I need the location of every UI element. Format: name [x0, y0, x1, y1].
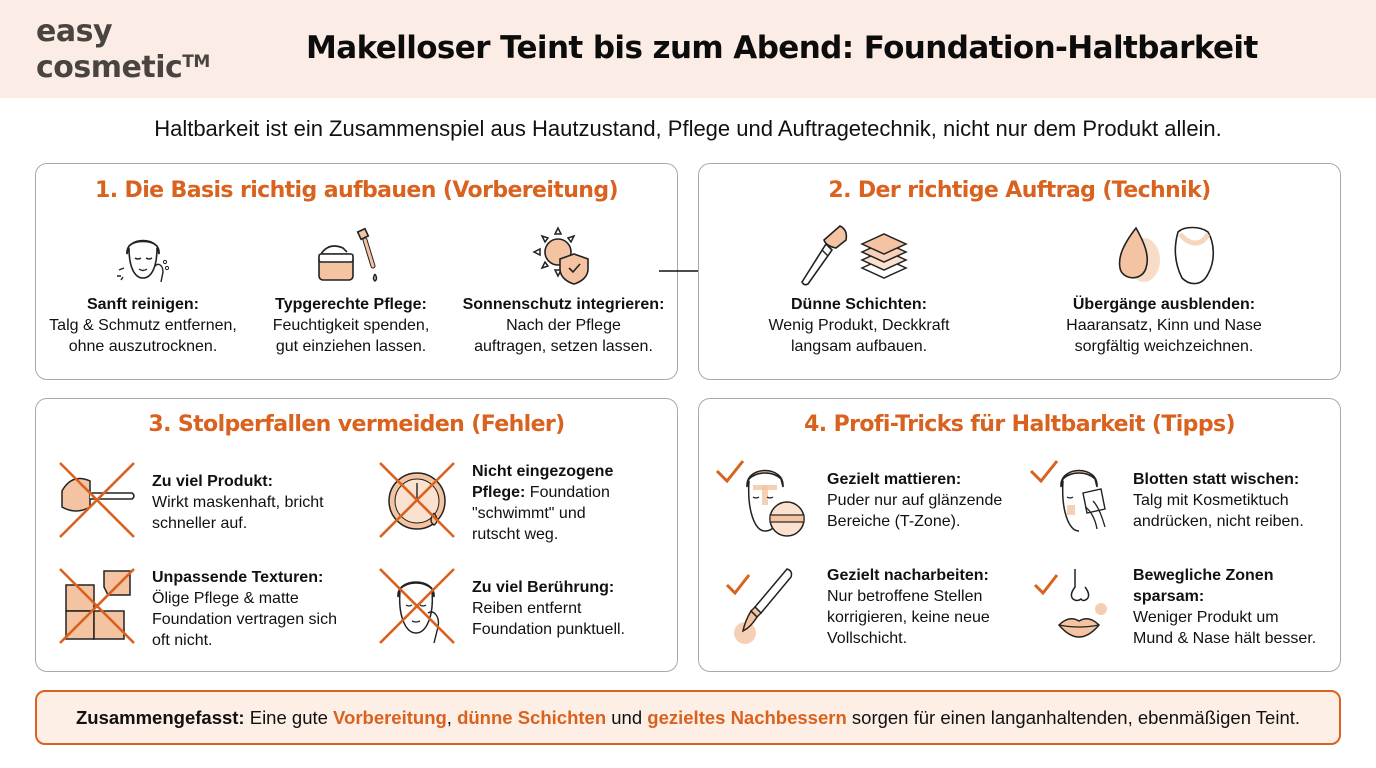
- step-heading: Typgerechte Pflege:: [275, 296, 427, 313]
- step-heading: Übergänge ausblenden:: [1072, 296, 1256, 313]
- item-text-line: Foundation: [525, 484, 610, 501]
- item-text-line: Bereiche (T-Zone).: [827, 513, 961, 530]
- mistake-too-much-product: Zu viel Produkt: Wirkt maskenhaft, brich…: [56, 461, 366, 541]
- item-text-line: Vollschicht.: [827, 630, 908, 647]
- summary-box: Zusammengefasst: Eine gute Vorbereitung,…: [35, 690, 1341, 745]
- face-cleansing-icon: [117, 239, 170, 283]
- summary-text: und: [606, 707, 648, 728]
- item-heading: Nicht eingezogene: [472, 463, 614, 480]
- section-pro-tips: 4. Profi-Tricks für Haltbarkeit (Tipps) …: [698, 398, 1341, 672]
- too-much-product-crossed-icon: [59, 462, 135, 538]
- step-skin-care: Typgerechte Pflege: Feuchtigkeit spenden…: [256, 224, 446, 357]
- item-heading: Zu viel Berührung:: [472, 579, 615, 596]
- sun-shield-icon: [531, 226, 589, 285]
- step-heading: Sonnenschutz integrieren:: [462, 296, 665, 313]
- section-title: 3. Stolperfallen vermeiden (Fehler): [148, 412, 565, 437]
- item-heading-cont: Pflege:: [472, 484, 526, 501]
- item-text-line: Talg mit Kosmetiktuch: [1133, 492, 1289, 509]
- clock-drop-crossed-icon: [379, 462, 455, 538]
- item-text-line: Foundation vertragen sich: [152, 611, 337, 628]
- step-blend-edges: Übergänge ausblenden: Haaransatz, Kinn u…: [1049, 222, 1279, 357]
- item-heading: Unpassende Texturen:: [152, 569, 324, 586]
- trademark-mark: TM: [182, 52, 210, 72]
- intro-subtitle: Haltbarkeit ist ein Zusammenspiel aus Ha…: [154, 116, 1222, 141]
- face-powder-puff-icon: [715, 460, 805, 537]
- face-blotting-icon: [1029, 460, 1106, 532]
- item-text-line: Mund & Nase hält besser.: [1133, 630, 1317, 647]
- section-mistakes: 3. Stolperfallen vermeiden (Fehler) Zu v…: [35, 398, 678, 672]
- item-heading-cont: sparsam:: [1133, 588, 1205, 605]
- mistake-unabsorbed-care: Nicht eingezogene Pflege: Foundation "sc…: [376, 461, 676, 543]
- step-text-line: Feuchtigkeit spenden,: [272, 317, 430, 334]
- summary-text: Eine gute: [244, 707, 334, 728]
- summary-label: Zusammengefasst:: [75, 707, 245, 728]
- step-heading: Sanft reinigen:: [86, 296, 199, 313]
- section-title: 4. Profi-Tricks für Haltbarkeit (Tipps): [804, 412, 1235, 437]
- brush-layers-icon: [801, 225, 908, 286]
- step-sun-protection: Sonnenschutz integrieren: Nach der Pfleg…: [456, 224, 671, 357]
- summary-text: sorgen für einen langanhaltenden, ebenmä…: [846, 707, 1301, 728]
- brand-logo: easy cosmeticTM: [36, 16, 210, 83]
- item-text-line: Ölige Pflege & matte: [152, 590, 299, 607]
- item-text-line: Puder nur auf glänzende: [827, 492, 1003, 509]
- tip-mobile-zones-sparingly: Bewegliche Zonen sparsam: Weniger Produk…: [1029, 565, 1339, 649]
- step-text-line: Wenig Produkt, Deckkraft: [768, 317, 950, 334]
- logo-line-1: easy: [36, 14, 113, 49]
- item-text-line: Foundation punktuell.: [472, 621, 625, 638]
- sponge-face-icon: [1118, 226, 1215, 285]
- item-heading: Zu viel Produkt:: [152, 473, 273, 490]
- touchup-brush-icon: [725, 568, 793, 644]
- item-heading: Gezielt nacharbeiten:: [827, 567, 989, 584]
- step-gentle-cleansing: Sanft reinigen: Talg & Schmutz entfernen…: [48, 224, 238, 357]
- item-text-line: korrigieren, keine neue: [827, 609, 990, 626]
- step-text-line: langsam aufbauen.: [790, 338, 928, 355]
- step-text-line: Haaransatz, Kinn und Nase: [1066, 317, 1262, 334]
- item-text-line: schneller auf.: [152, 515, 248, 532]
- logo-line-2: cosmetic: [36, 50, 183, 85]
- item-heading: Gezielt mattieren:: [827, 471, 962, 488]
- section-title: 1. Die Basis richtig aufbauen (Vorbereit…: [95, 178, 619, 203]
- item-text-line: Weniger Produkt um: [1133, 609, 1279, 626]
- step-text-line: auftragen, setzen lassen.: [474, 338, 653, 355]
- step-text-line: Talg & Schmutz entfernen,: [49, 317, 237, 334]
- cream-jar-dropper-icon: [318, 227, 378, 282]
- puzzle-crossed-icon: [59, 568, 135, 644]
- step-text-line: ohne auszutrocknen.: [68, 338, 218, 355]
- tip-targeted-touchup: Gezielt nacharbeiten: Nur betroffene Ste…: [715, 565, 1025, 649]
- summary-highlight-preparation: Vorbereitung: [333, 707, 447, 728]
- item-text-line: Wirkt maskenhaft, bricht: [152, 494, 324, 511]
- mistake-mismatched-textures: Unpassende Texturen: Ölige Pflege & matt…: [56, 567, 376, 649]
- page-title: Makelloser Teint bis zum Abend: Foundati…: [306, 30, 1258, 66]
- section-preparation: 1. Die Basis richtig aufbauen (Vorbereit…: [35, 163, 678, 380]
- nose-lips-icon: [1033, 569, 1107, 638]
- item-text-line: "schwimmt" und: [472, 505, 586, 522]
- item-text-line: oft nicht.: [152, 632, 213, 649]
- tip-targeted-mattifying: Gezielt mattieren: Puder nur auf glänzen…: [715, 457, 1025, 541]
- step-text-line: gut einziehen lassen.: [275, 338, 427, 355]
- step-heading: Dünne Schichten:: [790, 296, 927, 313]
- summary-highlight-thin-layers: dünne Schichten: [457, 707, 607, 728]
- item-heading: Bewegliche Zonen: [1133, 567, 1274, 584]
- mistake-too-much-touching: Zu viel Berührung: Reiben entfernt Found…: [376, 567, 676, 649]
- summary-text: ,: [446, 707, 458, 728]
- item-text-line: rutscht weg.: [472, 526, 559, 543]
- step-text-line: Nach der Pflege: [506, 317, 621, 334]
- face-touch-crossed-icon: [379, 568, 455, 644]
- section-technique: 2. Der richtige Auftrag (Technik) Dünne …: [698, 163, 1341, 380]
- header-banner: easy cosmeticTM Makelloser Teint bis zum…: [0, 0, 1376, 98]
- tip-blot-not-wipe: Blotten statt wischen: Talg mit Kosmetik…: [1029, 457, 1339, 541]
- item-text-line: andrücken, nicht reiben.: [1133, 513, 1304, 530]
- step-thin-layers: Dünne Schichten: Wenig Produkt, Deckkraf…: [754, 222, 964, 357]
- summary-highlight-touchup: gezieltes Nachbessern: [647, 707, 847, 728]
- section-title: 2. Der richtige Auftrag (Technik): [828, 178, 1211, 203]
- item-heading: Blotten statt wischen:: [1133, 471, 1300, 488]
- item-text-line: Reiben entfernt: [472, 600, 582, 617]
- item-text-line: Nur betroffene Stellen: [827, 588, 983, 605]
- step-text-line: sorgfältig weichzeichnen.: [1074, 338, 1254, 355]
